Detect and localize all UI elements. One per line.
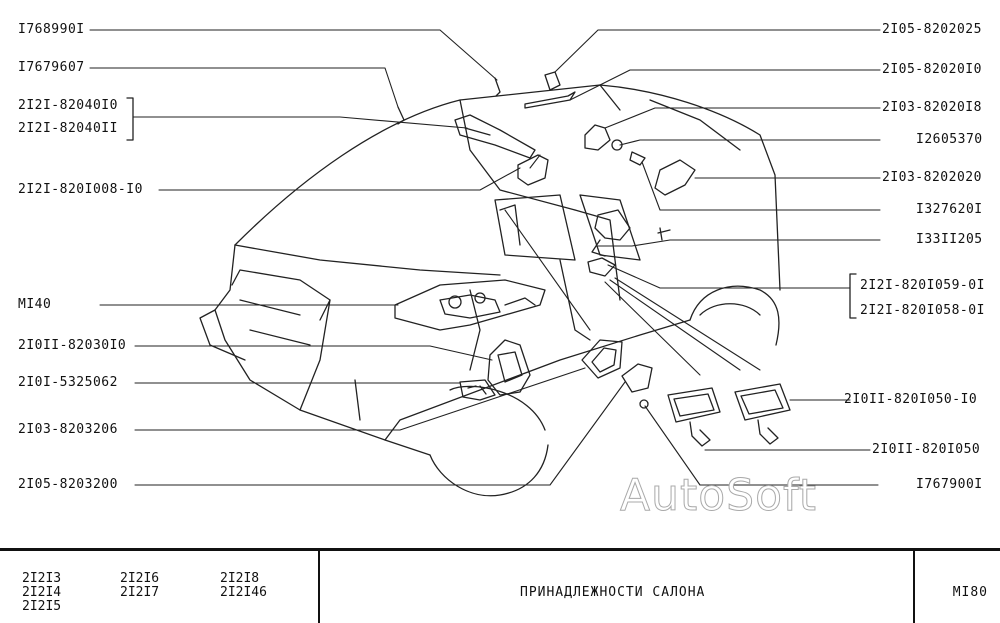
callout-right-9: 2I2I-820I058-0I [860, 303, 985, 318]
model-code: 2I2I6 [120, 571, 160, 586]
rear-view-bracket-part [517, 71, 696, 196]
screw-part [639, 399, 649, 409]
sheet-title: ПРИНАДЛЕЖНОСТИ САЛОНА [520, 585, 706, 600]
callout-right-11: 2I0II-820I050 [872, 442, 981, 457]
callout-right-4: I2605370 [916, 132, 983, 147]
callout-left-9: 2I03-8203206 [18, 422, 118, 437]
callout-left-7: 2I0II-82030I0 [18, 338, 127, 353]
car-body-outline [199, 84, 781, 497]
callout-right-5: 2I03-8202020 [882, 170, 982, 185]
title-block-divider [318, 551, 320, 623]
callout-right-8: 2I2I-820I059-0I [860, 278, 985, 293]
callout-left-3: 2I2I-82040I0 [18, 98, 118, 113]
model-code: 2I2I5 [22, 599, 62, 614]
callout-right-1: 2I05-8202025 [882, 22, 982, 37]
callout-right-3: 2I03-82020I8 [882, 100, 982, 115]
car-side-windows [494, 194, 641, 261]
ashtray-part [487, 339, 531, 396]
callout-left-1: I768990I [18, 22, 85, 37]
dome-lamp-part [581, 339, 653, 393]
inside-mirror-part [587, 209, 671, 277]
model-code: 2I2I4 [22, 585, 62, 600]
side-mirror-left-part [667, 387, 721, 447]
callout-left-2: I7679607 [18, 60, 85, 75]
dashboard-part [394, 279, 546, 331]
callout-right-6: I327620I [916, 202, 983, 217]
parts-diagram: I768990I I7679607 2I2I-82040I0 2I2I-8204… [18, 22, 985, 522]
model-code: 2I2I8 [220, 571, 260, 586]
callout-right-10: 2I0II-820I050-I0 [844, 392, 978, 407]
callout-left-6: MI40 [18, 297, 52, 312]
sheet-number: MI80 [952, 585, 988, 600]
callout-left-10: 2I05-8203200 [18, 477, 118, 492]
side-mirror-right-part [734, 383, 791, 445]
watermark: AutoSoft [620, 470, 817, 522]
callout-left-5: 2I2I-820I008-I0 [18, 182, 143, 197]
leader-lines [89, 29, 881, 486]
callout-left-4: 2I2I-82040II [18, 121, 118, 136]
title-block-divider [913, 551, 915, 623]
sun-visor-part [397, 77, 536, 159]
model-code: 2I2I7 [120, 585, 160, 600]
title-block: 2I2I3 2I2I4 2I2I5 2I2I6 2I2I7 2I2I8 2I2I… [0, 548, 1000, 623]
callout-right-12: I767900I [916, 477, 983, 492]
grouping-brackets [126, 97, 857, 319]
callout-left-8: 2I0I-5325062 [18, 375, 118, 390]
emblem-part [459, 379, 496, 401]
callout-right-2: 2I05-82020I0 [882, 62, 982, 77]
model-code: 2I2I46 [220, 585, 267, 600]
car-exploded-view [89, 29, 881, 497]
callout-right-7: I33II205 [916, 232, 983, 247]
model-code: 2I2I3 [22, 571, 62, 586]
